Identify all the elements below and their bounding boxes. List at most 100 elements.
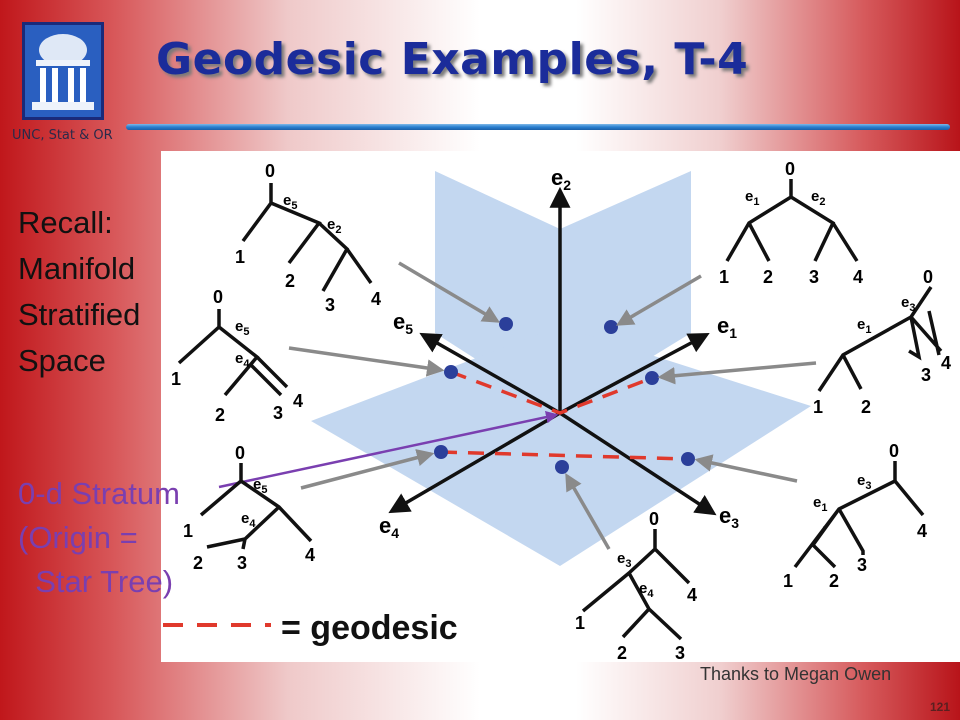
stratum-line: (Origin = bbox=[18, 520, 138, 555]
geodesic-lower bbox=[440, 450, 689, 461]
title-underline bbox=[126, 124, 950, 130]
svg-text:e4: e4 bbox=[241, 510, 256, 530]
svg-text:2: 2 bbox=[193, 553, 203, 573]
tree-top-right bbox=[725, 179, 859, 262]
pointer-arrow bbox=[398, 261, 501, 323]
stratum-line: Star Tree) bbox=[18, 564, 174, 599]
svg-text:0: 0 bbox=[235, 443, 245, 463]
svg-text:4: 4 bbox=[687, 585, 697, 605]
tree-top-left-labels: 0 1 2 3 4 e5 e2 bbox=[235, 161, 381, 315]
tree-bottom-right bbox=[793, 461, 925, 569]
point-e3e4-plane bbox=[555, 460, 569, 474]
svg-text:e1: e1 bbox=[813, 494, 827, 514]
recall-line: Space bbox=[18, 343, 106, 378]
tree-middle-left bbox=[177, 309, 289, 397]
stratum-text: 0-d Stratum (Origin = Star Tree) bbox=[18, 472, 180, 604]
svg-text:e4: e4 bbox=[235, 350, 250, 370]
recall-line: Recall: bbox=[18, 205, 113, 240]
svg-text:e4: e4 bbox=[639, 580, 654, 600]
svg-text:3: 3 bbox=[809, 267, 819, 287]
axis-e1 bbox=[559, 333, 710, 415]
pointer-arrow bbox=[694, 454, 798, 483]
pointer-arrow bbox=[565, 472, 611, 550]
svg-text:2: 2 bbox=[763, 267, 773, 287]
axis-e5 bbox=[419, 332, 561, 415]
svg-text:1: 1 bbox=[813, 397, 823, 417]
tree-middle-right bbox=[817, 286, 943, 392]
svg-text:e1: e1 bbox=[745, 188, 759, 208]
svg-text:1: 1 bbox=[235, 247, 245, 267]
point-e2e5-plane bbox=[499, 317, 513, 331]
svg-text:2: 2 bbox=[861, 397, 871, 417]
svg-text:4: 4 bbox=[293, 391, 303, 411]
svg-text:e2: e2 bbox=[811, 188, 825, 208]
plane-horizontal bbox=[311, 326, 811, 566]
svg-text:3: 3 bbox=[857, 555, 867, 575]
axis-label-e1: e1 bbox=[717, 313, 737, 341]
svg-text:e1: e1 bbox=[857, 316, 871, 336]
svg-text:0: 0 bbox=[265, 161, 275, 181]
svg-text:3: 3 bbox=[921, 365, 931, 385]
geodesic-diagram: e2 e5 e1 e4 e3 0 1 2 3 4 e5 e2 0 1 2 3 bbox=[163, 159, 951, 662]
tree-bottom-center bbox=[581, 529, 691, 641]
svg-text:0: 0 bbox=[923, 267, 933, 287]
svg-text:1: 1 bbox=[575, 613, 585, 633]
svg-text:4: 4 bbox=[371, 289, 381, 309]
svg-text:4: 4 bbox=[917, 521, 927, 541]
tree-bottom-left bbox=[199, 463, 313, 550]
svg-text:3: 3 bbox=[273, 403, 283, 423]
svg-text:2: 2 bbox=[617, 643, 627, 662]
svg-text:1: 1 bbox=[183, 521, 193, 541]
svg-text:3: 3 bbox=[237, 553, 247, 573]
recall-line: Manifold bbox=[18, 251, 136, 286]
svg-text:e3: e3 bbox=[901, 294, 915, 314]
tree-bottom-center-labels: 0 1 2 3 4 e3 e4 bbox=[575, 509, 697, 662]
axis-e4 bbox=[388, 411, 561, 514]
credit-text: Thanks to Megan Owen bbox=[700, 664, 892, 684]
recall-line: Stratified bbox=[18, 297, 141, 332]
axis-e3 bbox=[559, 411, 717, 516]
point-geodesic-start-upper bbox=[444, 365, 458, 379]
point-geodesic-end-lower bbox=[681, 452, 695, 466]
svg-text:1: 1 bbox=[783, 571, 793, 591]
svg-text:4: 4 bbox=[853, 267, 863, 287]
legend-geodesic-label: = geodesic bbox=[281, 609, 458, 647]
axis-label-e5: e5 bbox=[393, 309, 413, 337]
svg-text:e5: e5 bbox=[235, 318, 249, 338]
stratum-line: 0-d Stratum bbox=[18, 476, 180, 511]
svg-text:2: 2 bbox=[285, 271, 295, 291]
unc-logo bbox=[22, 22, 104, 120]
pointer-arrow bbox=[657, 361, 817, 385]
svg-text:1: 1 bbox=[171, 369, 181, 389]
svg-text:e5: e5 bbox=[283, 192, 297, 212]
page-number: 121 bbox=[930, 700, 951, 714]
svg-text:0: 0 bbox=[889, 441, 899, 461]
tree-top-right-labels: 0 1 2 3 4 e1 e2 bbox=[719, 159, 863, 287]
svg-text:0: 0 bbox=[213, 287, 223, 307]
axis-label-e3: e3 bbox=[719, 503, 739, 531]
svg-text:0: 0 bbox=[785, 159, 795, 179]
svg-text:e3: e3 bbox=[857, 472, 871, 492]
axis-label-e4: e4 bbox=[379, 513, 399, 541]
tree-middle-right-labels: 0 1 2 3 4 e3 e1 bbox=[813, 267, 951, 417]
recall-text: Recall: Manifold Stratified Space bbox=[18, 200, 140, 384]
svg-text:3: 3 bbox=[675, 643, 685, 662]
geodesic-upper bbox=[450, 370, 653, 415]
pointer-arrow bbox=[300, 449, 435, 490]
svg-text:3: 3 bbox=[325, 295, 335, 315]
svg-text:4: 4 bbox=[941, 353, 951, 373]
tree-bottom-left-labels: 0 1 2 3 4 e5 e4 bbox=[183, 443, 315, 573]
point-geodesic-start-lower bbox=[434, 445, 448, 459]
stratum-arrow bbox=[218, 410, 559, 489]
slide-title: Geodesic Examples, T-4 bbox=[156, 34, 749, 85]
svg-text:2: 2 bbox=[215, 405, 225, 425]
point-e1e2-plane bbox=[604, 320, 618, 334]
pointer-arrow bbox=[288, 346, 445, 377]
svg-text:e2: e2 bbox=[327, 216, 341, 236]
affiliation-label: UNC, Stat & OR bbox=[12, 128, 113, 143]
tree-top-left bbox=[241, 183, 373, 292]
pointer-arrow bbox=[615, 274, 702, 326]
tree-middle-left-labels: 0 1 2 3 4 e5 e4 bbox=[171, 287, 303, 425]
svg-text:e3: e3 bbox=[617, 550, 631, 570]
axis-label-e2: e2 bbox=[551, 165, 571, 193]
